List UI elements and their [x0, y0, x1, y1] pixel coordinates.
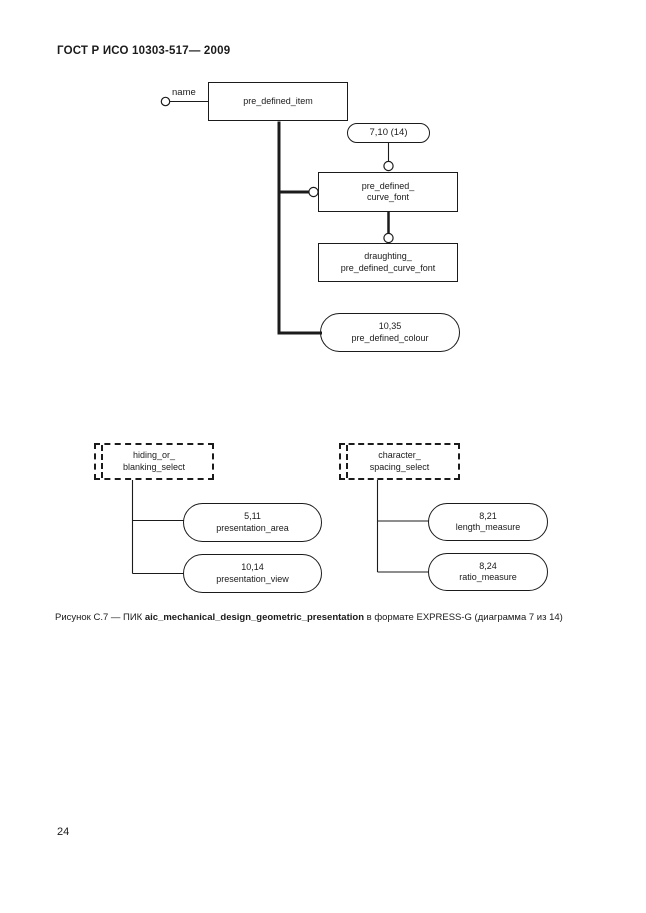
entity-pre-defined-item: pre_defined_item	[208, 82, 348, 121]
document-header: ГОСТ Р ИСО 10303-517— 2009	[57, 45, 231, 57]
select-type-inner-bar	[346, 445, 348, 478]
page-ref-label-line1: 8,24	[479, 560, 497, 571]
page-ref-ratio-measure: 8,24 ratio_measure	[428, 553, 548, 591]
entity-label-line2: pre_defined_curve_font	[340, 262, 436, 273]
curve-font-page-ref-circle	[383, 160, 394, 172]
select-character-spacing: character_ spacing_select	[339, 443, 460, 480]
entity-pre-defined-curve-font: pre_defined_ curve_font	[318, 172, 458, 212]
select-type-inner-bar	[101, 445, 103, 478]
character-select-branch-lines	[376, 480, 429, 573]
page-ref-label: 7,10 (14)	[369, 127, 408, 139]
entity-label-line2: curve_font	[366, 192, 410, 202]
page-ref-presentation-view: 10,14 presentation_view	[183, 554, 322, 593]
page-ref-label-line2: pre_defined_colour	[351, 332, 429, 343]
page-number: 24	[57, 826, 70, 838]
caption-suffix: в формате EXPRESS-G (диаграмма 7 из 14)	[364, 612, 563, 623]
page-ref-label-line1: 8,21	[479, 510, 497, 521]
page-ref-label-line2: ratio_measure	[459, 572, 517, 582]
page-ref-label-line1: 10,14	[241, 562, 264, 572]
entity-label-line1: draughting_	[364, 251, 412, 261]
entity-label: pre_defined_item	[243, 95, 313, 106]
page-ref-label-line2: length_measure	[455, 522, 521, 532]
caption-prefix: Рисунок С.7 — ПИК	[55, 612, 145, 623]
entity-label-line1: pre_defined_	[361, 180, 415, 191]
page-ref-label-line2: presentation_view	[216, 573, 289, 584]
entity-draughting-pre-defined-curve-font: draughting_ pre_defined_curve_font	[318, 243, 458, 282]
figure-caption: Рисунок С.7 — ПИК aic_mechanical_design_…	[55, 612, 563, 623]
page-ref-length-measure: 8,21 length_measure	[428, 503, 548, 541]
select-label-line2: spacing_select	[369, 461, 430, 472]
page-ref-label-line1: 10,35	[378, 321, 402, 331]
curve-font-subtype-circle	[308, 186, 319, 198]
caption-schema-name: aic_mechanical_design_geometric_presenta…	[144, 612, 364, 623]
select-hiding-or-blanking: hiding_or_ blanking_select	[94, 443, 214, 480]
select-label-line1: character_	[378, 450, 421, 460]
hiding-select-branch-lines	[131, 480, 184, 575]
draughting-subtype-circle	[383, 232, 394, 244]
page-ref-presentation-area: 5,11 presentation_area	[183, 503, 322, 542]
page-ref-7-10-14: 7,10 (14)	[347, 123, 430, 143]
page-ref-pre-defined-colour: 10,35 pre_defined_colour	[320, 313, 460, 352]
name-attribute-circle	[160, 96, 171, 107]
page-ref-label-line1: 5,11	[244, 511, 261, 521]
page-ref-label-line2: presentation_area	[216, 522, 289, 533]
select-label-line1: hiding_or_	[132, 450, 176, 460]
select-label-line2: blanking_select	[122, 461, 186, 472]
attribute-name-label: name	[172, 87, 196, 98]
